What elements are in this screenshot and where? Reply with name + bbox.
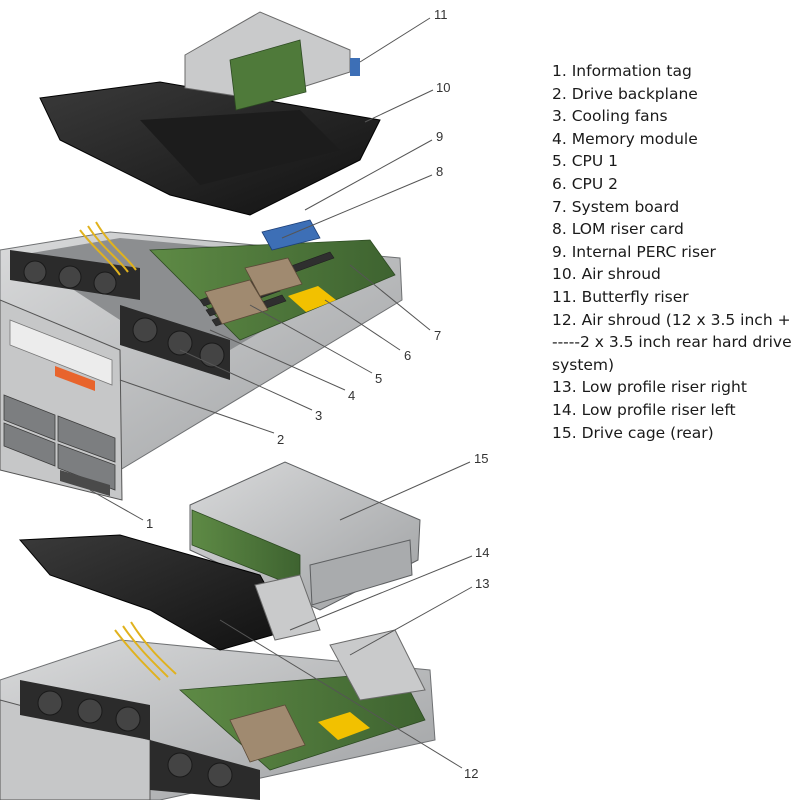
legend-item: 15. Drive cage (rear) bbox=[552, 423, 714, 442]
callout-11: 11 bbox=[434, 7, 448, 22]
legend-item: 7. System board bbox=[552, 197, 680, 216]
power-cables-bottom bbox=[114, 621, 177, 681]
legend-item: 6. CPU 2 bbox=[552, 174, 619, 193]
low-profile-riser-right bbox=[329, 629, 426, 701]
callout-numbers: 1 2 3 4 5 6 7 8 9 10 11 12 13 14 15 bbox=[146, 7, 489, 781]
legend-item: 13. Low profile riser right bbox=[552, 378, 747, 397]
information-tag-pull bbox=[60, 470, 110, 496]
cpu-heatsink-2 bbox=[244, 257, 303, 297]
callout-2: 2 bbox=[277, 432, 284, 447]
top-drive-bays bbox=[3, 394, 116, 491]
legend-item: 3. Cooling fans bbox=[552, 107, 668, 126]
callout-13: 13 bbox=[475, 576, 489, 591]
legend-item: 1. Information tag bbox=[552, 62, 692, 80]
callout-6: 6 bbox=[404, 348, 411, 363]
legend-item: 11. Butterfly riser bbox=[552, 287, 689, 306]
callout-12: 12 bbox=[464, 766, 478, 781]
drive-cage-bay bbox=[309, 539, 413, 606]
callout-4: 4 bbox=[348, 388, 355, 403]
lom-riser-card bbox=[261, 219, 321, 251]
power-cables-top bbox=[79, 221, 137, 276]
legend-item: 10. Air shroud bbox=[552, 265, 661, 284]
cooling-fans-bottom bbox=[20, 680, 260, 800]
callout-14: 14 bbox=[475, 545, 489, 560]
callout-1: 1 bbox=[146, 516, 153, 531]
cooling-fans-top bbox=[10, 250, 230, 380]
legend-item: 14. Low profile riser left bbox=[552, 400, 736, 419]
callout-8: 8 bbox=[436, 164, 443, 179]
legend-item: 4. Memory module bbox=[552, 129, 698, 148]
memory-yellow-cover bbox=[288, 286, 336, 312]
callout-15: 15 bbox=[474, 451, 488, 466]
component-legend: 1. Information tag 2. Drive backplane 3.… bbox=[552, 60, 797, 444]
cpu-heatsink-1 bbox=[204, 279, 269, 325]
callout-3: 3 bbox=[315, 408, 322, 423]
callout-7: 7 bbox=[434, 328, 441, 343]
information-tag bbox=[9, 319, 113, 386]
memory-yellow-cover-bottom bbox=[318, 712, 370, 740]
callout-5: 5 bbox=[375, 371, 382, 386]
legend-item: 9. Internal PERC riser bbox=[552, 242, 716, 261]
callout-10: 10 bbox=[436, 80, 450, 95]
top-server-assembly bbox=[0, 11, 403, 501]
legend-item: 5. CPU 1 bbox=[552, 152, 619, 171]
legend-item: 8. LOM riser card bbox=[552, 220, 684, 239]
legend-item: 12. Air shroud (12 x 3.5 inch + -----2 x… bbox=[552, 310, 792, 374]
legend-item: 2. Drive backplane bbox=[552, 84, 698, 103]
butterfly-riser-card bbox=[229, 39, 307, 111]
low-profile-riser-left bbox=[254, 574, 321, 641]
air-shroud-top-fin bbox=[140, 110, 340, 185]
information-tag-orange-stripe bbox=[55, 366, 95, 391]
butterfly-riser-latch bbox=[350, 58, 360, 76]
callout-9: 9 bbox=[436, 129, 443, 144]
leader-lines bbox=[89, 17, 473, 769]
cpu-heatsink-bottom bbox=[229, 704, 306, 763]
